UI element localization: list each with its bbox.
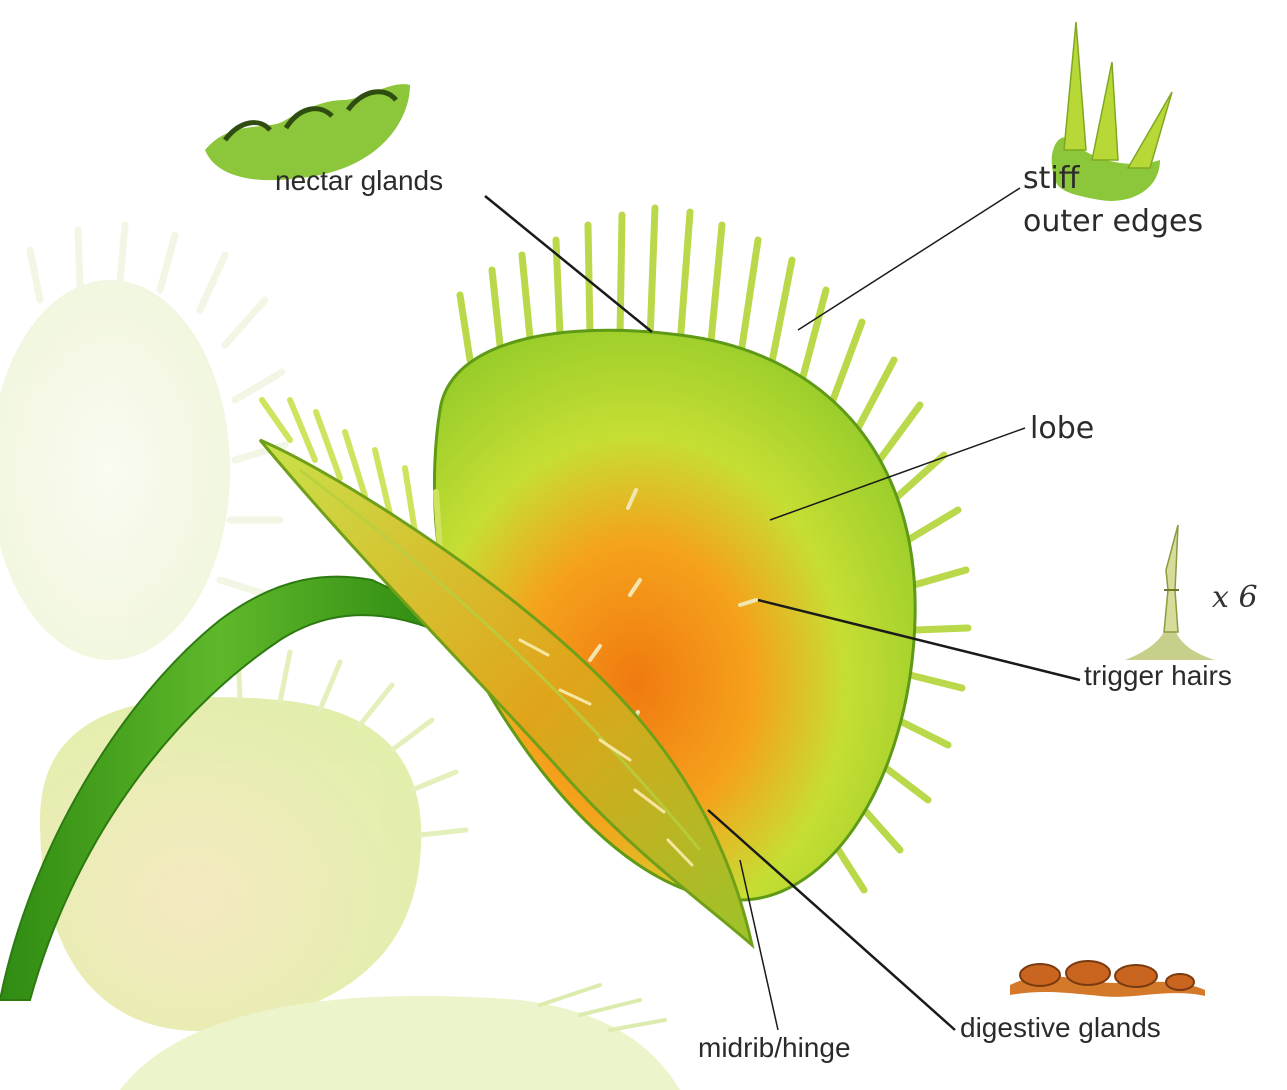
leader-nectar-glands (485, 196, 652, 332)
label-lobe: lobe (1030, 412, 1094, 447)
label-midrib-hinge: midrib/hinge (698, 1032, 851, 1064)
label-digestive-glands: digestive glands (960, 1012, 1161, 1044)
trigger-hair-inset (1125, 525, 1215, 660)
back-lobe (434, 208, 968, 900)
label-nectar-glands: nectar glands (275, 165, 443, 197)
label-times-six: x 6 (1212, 580, 1258, 615)
background-trap-top (0, 225, 285, 660)
leader-outer-edges (798, 188, 1020, 330)
label-stiff: stiff (1023, 162, 1079, 197)
digestive-glands-inset (1010, 961, 1205, 997)
label-trigger-hairs: trigger hairs (1084, 660, 1232, 692)
label-outer-edges: outer edges (1023, 205, 1203, 240)
